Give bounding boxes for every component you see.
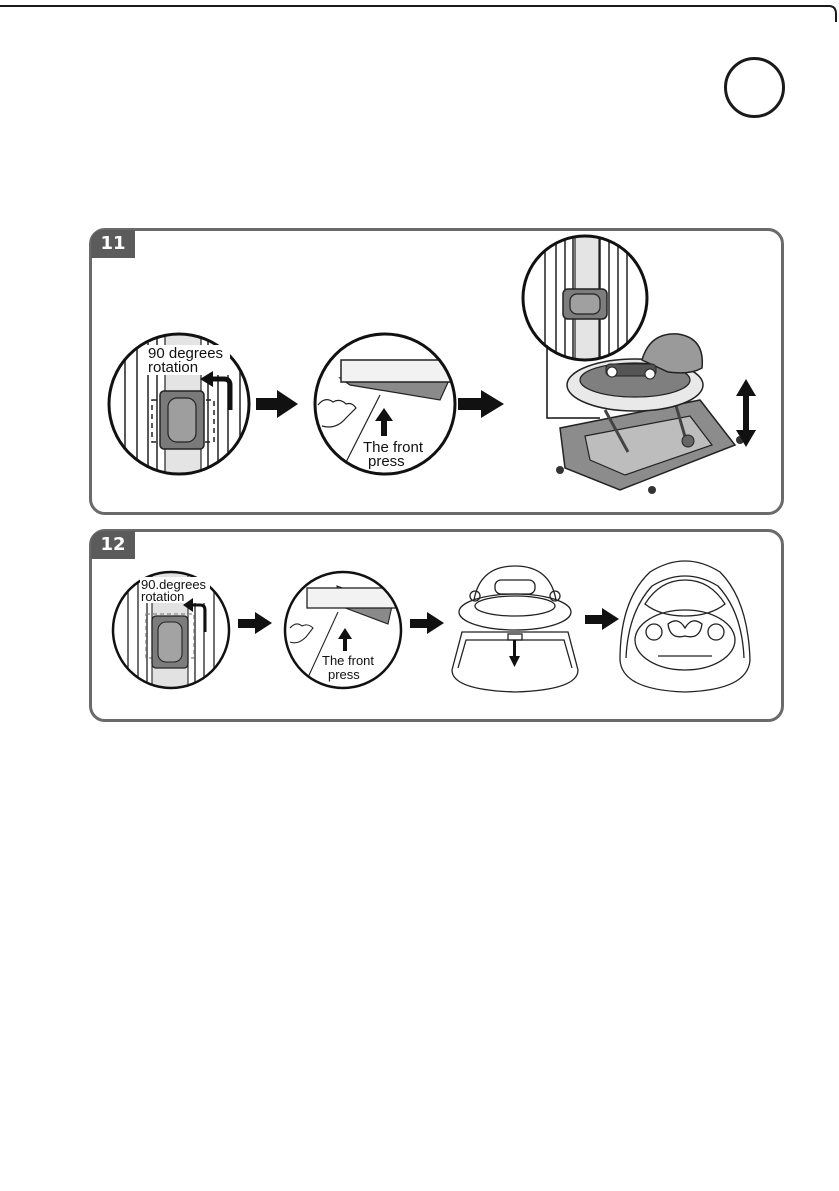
press-label-line2: press bbox=[328, 667, 360, 682]
arrow-down-icon bbox=[509, 640, 520, 667]
arrow-right-icon bbox=[585, 608, 619, 630]
rotation-label-line2: rotation bbox=[141, 589, 184, 604]
front-press-detail: The front press bbox=[285, 572, 405, 692]
arrow-right-icon bbox=[410, 612, 444, 634]
press-label-line1: The front bbox=[322, 653, 374, 668]
arrow-right-icon bbox=[238, 612, 272, 634]
walker-front-view bbox=[452, 566, 578, 692]
latch-rotation-detail: 90.degrees rotation bbox=[110, 570, 235, 690]
walker-folded-view bbox=[620, 561, 750, 692]
